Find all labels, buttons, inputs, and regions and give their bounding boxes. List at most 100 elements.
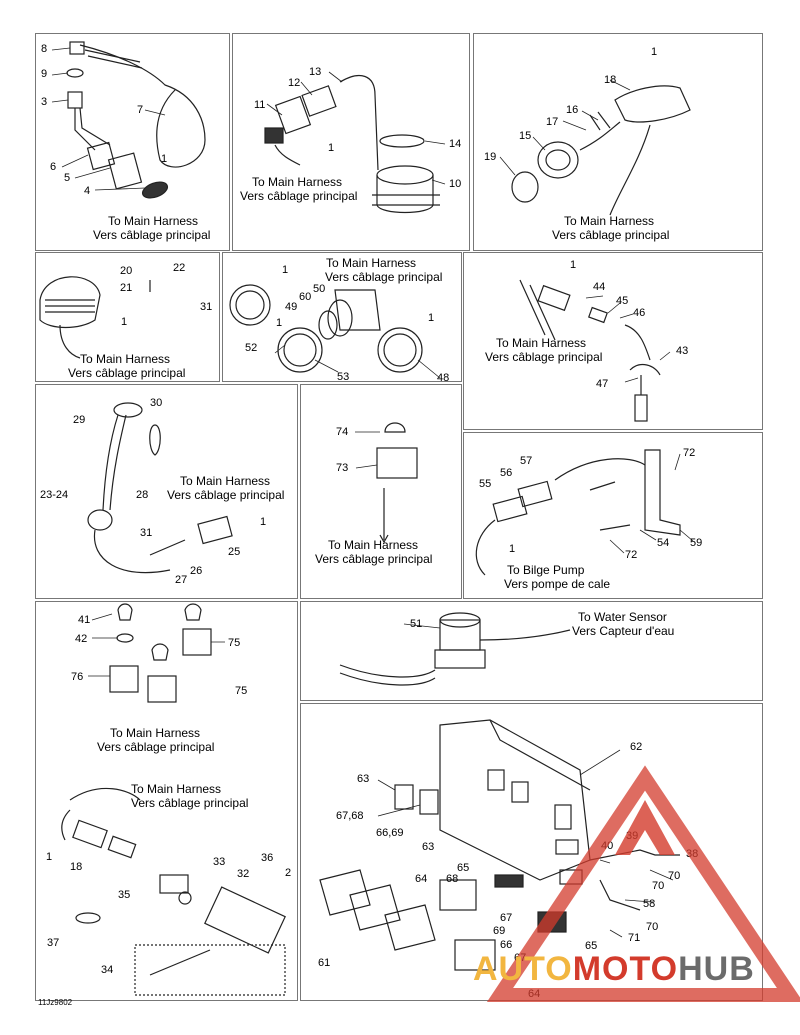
callout-1h: 1 <box>570 259 577 271</box>
callout-69: 69 <box>493 925 506 937</box>
caption-vers-cablage-8: Vers câblage principal <box>315 552 433 566</box>
caption-to-main-harness-7: To Main Harness <box>180 474 271 488</box>
callout-51: 51 <box>410 618 423 630</box>
panel-switch <box>300 384 462 599</box>
callout-49: 49 <box>285 301 298 313</box>
callout-36: 36 <box>261 852 274 864</box>
caption-to-main-harness-3: To Main Harness <box>564 214 655 228</box>
panel-bilge-pump <box>300 601 763 701</box>
callout-15: 15 <box>519 130 532 142</box>
panel-fuel-sender <box>463 252 763 430</box>
callout-75a: 75 <box>228 637 241 649</box>
caption-to-main-harness-11: To Main Harness <box>131 782 222 796</box>
panel-rocker-switches <box>35 601 298 1001</box>
callout-68: 68 <box>446 873 459 885</box>
caption-vers-cablage-2: Vers câblage principal <box>240 189 358 203</box>
callout-1c: 1 <box>651 46 658 58</box>
callout-19: 19 <box>484 151 497 163</box>
callout-45: 45 <box>616 295 629 307</box>
callout-58: 58 <box>643 898 656 910</box>
watermark-auto: AUTO <box>473 950 573 988</box>
panel-lanyard-switch <box>35 33 230 251</box>
callout-60: 60 <box>299 291 312 303</box>
watermark-hub: HUB <box>678 950 755 988</box>
callout-27: 27 <box>175 574 188 586</box>
watermark-text: AUTOMOTOHUB <box>473 950 755 989</box>
callout-33: 33 <box>213 856 226 868</box>
callout-9: 9 <box>41 68 48 80</box>
callout-6: 6 <box>50 161 57 173</box>
callout-44: 44 <box>593 281 606 293</box>
callout-23-24: 23-24 <box>40 489 69 501</box>
callout-54: 54 <box>657 537 670 549</box>
caption-vers-cablage-5: Vers câblage principal <box>325 270 443 284</box>
callout-13: 13 <box>309 66 322 78</box>
callout-1e: 1 <box>282 264 289 276</box>
callout-1j: 1 <box>509 543 516 555</box>
callout-20: 20 <box>120 265 133 277</box>
callout-57: 57 <box>520 455 533 467</box>
callout-64a: 64 <box>415 873 428 885</box>
callout-32: 32 <box>237 868 250 880</box>
callout-17: 17 <box>546 116 559 128</box>
callout-2: 2 <box>285 867 292 879</box>
callout-61: 61 <box>318 957 331 969</box>
callout-62: 62 <box>630 741 643 753</box>
callout-18b: 18 <box>70 861 83 873</box>
callout-1a: 1 <box>161 153 168 165</box>
figure-id: 11Jz9802 <box>38 998 73 1007</box>
callout-70b: 70 <box>652 880 665 892</box>
caption-vers-capteur: Vers Capteur d'eau <box>572 624 675 638</box>
callout-43: 43 <box>676 345 689 357</box>
caption-to-main-harness-4: To Main Harness <box>80 352 171 366</box>
callout-37: 37 <box>47 937 60 949</box>
callout-50: 50 <box>313 283 326 295</box>
caption-vers-cablage-3: Vers câblage principal <box>552 228 670 242</box>
callout-29: 29 <box>73 414 86 426</box>
caption-to-main-harness-2: To Main Harness <box>252 175 343 189</box>
callout-56: 56 <box>500 467 513 479</box>
caption-vers-cablage-1: Vers câblage principal <box>93 228 211 242</box>
callout-31a: 31 <box>200 301 213 313</box>
callout-30: 30 <box>150 397 163 409</box>
callout-42: 42 <box>75 633 88 645</box>
callout-66-69: 66,69 <box>376 827 404 839</box>
callout-67-68: 67,68 <box>336 810 364 822</box>
callout-65a: 65 <box>457 862 470 874</box>
panel-gauges <box>222 252 462 382</box>
callout-74: 74 <box>336 426 349 438</box>
callout-16: 16 <box>566 104 579 116</box>
callout-22: 22 <box>173 262 186 274</box>
callout-1b: 1 <box>328 142 335 154</box>
caption-vers-cablage-10: Vers câblage principal <box>97 740 215 754</box>
callout-76: 76 <box>71 671 84 683</box>
panel-light <box>35 252 220 382</box>
caption-to-main-harness-10: To Main Harness <box>110 726 201 740</box>
callout-7: 7 <box>137 104 144 116</box>
callout-1g: 1 <box>428 312 435 324</box>
callout-63b: 63 <box>422 841 435 853</box>
watermark-moto: MOTO <box>572 950 679 988</box>
callout-70c: 70 <box>646 921 659 933</box>
panel-nav-light <box>35 384 298 599</box>
callout-26: 26 <box>190 565 203 577</box>
callout-28: 28 <box>136 489 149 501</box>
caption-to-main-harness-1: To Main Harness <box>108 214 199 228</box>
callout-34: 34 <box>101 964 114 976</box>
callout-41: 41 <box>78 614 91 626</box>
callout-3: 3 <box>41 96 48 108</box>
callout-66: 66 <box>500 939 513 951</box>
callout-55: 55 <box>479 478 492 490</box>
callout-73: 73 <box>336 462 349 474</box>
callout-5: 5 <box>64 172 71 184</box>
callout-18a: 18 <box>604 74 617 86</box>
callout-67a: 67 <box>500 912 513 924</box>
callout-25: 25 <box>228 546 241 558</box>
callout-35: 35 <box>118 889 131 901</box>
callout-21: 21 <box>120 282 133 294</box>
callout-1d: 1 <box>121 316 128 328</box>
callout-31b: 31 <box>140 527 153 539</box>
